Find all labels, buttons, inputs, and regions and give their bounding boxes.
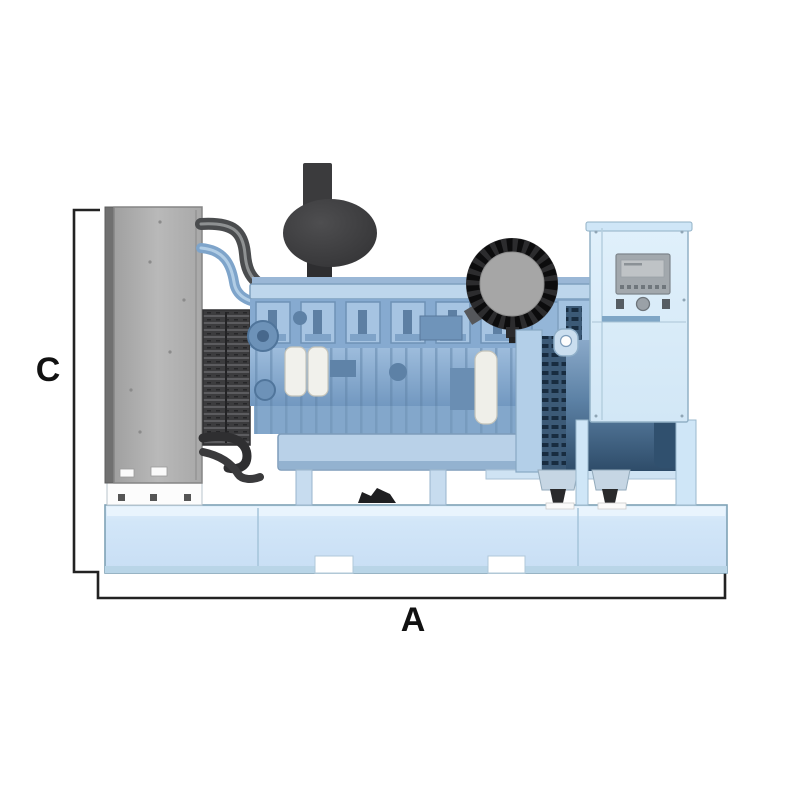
length-dimension-label: A — [400, 601, 426, 639]
forklift-slots — [314, 555, 526, 574]
dimension-bracket — [72, 208, 727, 600]
vibration-isolators — [545, 489, 627, 510]
panel-button — [662, 299, 670, 309]
oil-filters — [284, 346, 498, 425]
base-frame — [104, 504, 728, 574]
height-dimension-label: C — [35, 351, 61, 389]
exhaust-silencer — [283, 163, 377, 286]
panel-button — [616, 299, 624, 309]
lifting-eye — [553, 328, 579, 357]
control-panel — [575, 221, 697, 506]
panel-knob — [635, 296, 651, 312]
mounting-brackets — [537, 469, 631, 491]
radiator — [104, 206, 203, 484]
control-panel-display — [615, 253, 671, 295]
charge-air-grille — [202, 309, 251, 446]
air-filter — [463, 238, 558, 343]
coolant-pipes — [195, 217, 267, 483]
radiator-plinth — [106, 480, 203, 506]
